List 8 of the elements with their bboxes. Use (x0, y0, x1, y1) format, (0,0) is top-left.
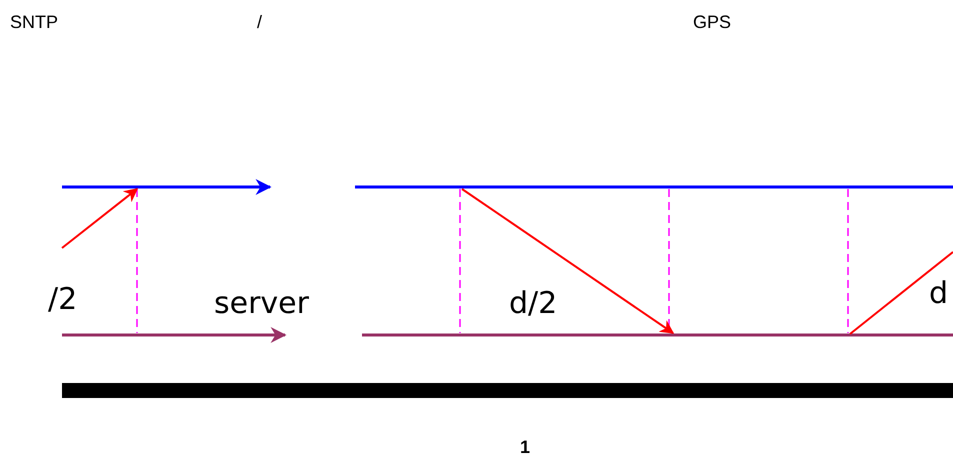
figure-caption: 1 (520, 437, 530, 458)
header-text: / (257, 12, 262, 33)
header-text: SNTP (10, 12, 58, 33)
header-text: GPS (693, 12, 732, 33)
delay-label: d/2 (509, 286, 558, 321)
delay-label: d (929, 276, 948, 311)
server-label: server (214, 286, 309, 321)
delay-label: /2 (48, 282, 78, 317)
